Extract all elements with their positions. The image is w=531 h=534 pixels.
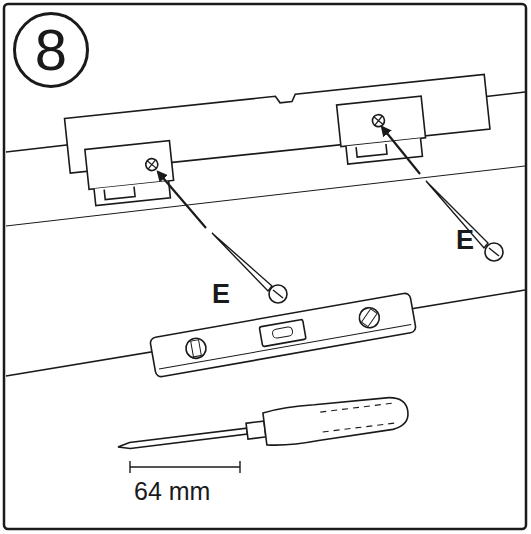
screwdriver (116, 393, 410, 466)
step-number: 8 (35, 21, 67, 79)
dimension-label: 64 mm (134, 478, 210, 506)
part-letter: E (212, 280, 230, 310)
step-number-circle: 8 (13, 12, 89, 88)
spirit-level (150, 292, 417, 377)
wall-bracket (65, 74, 494, 208)
screws (158, 127, 503, 303)
part-letter: E (456, 226, 474, 256)
frame (4, 4, 526, 529)
dimension-line (130, 461, 240, 473)
